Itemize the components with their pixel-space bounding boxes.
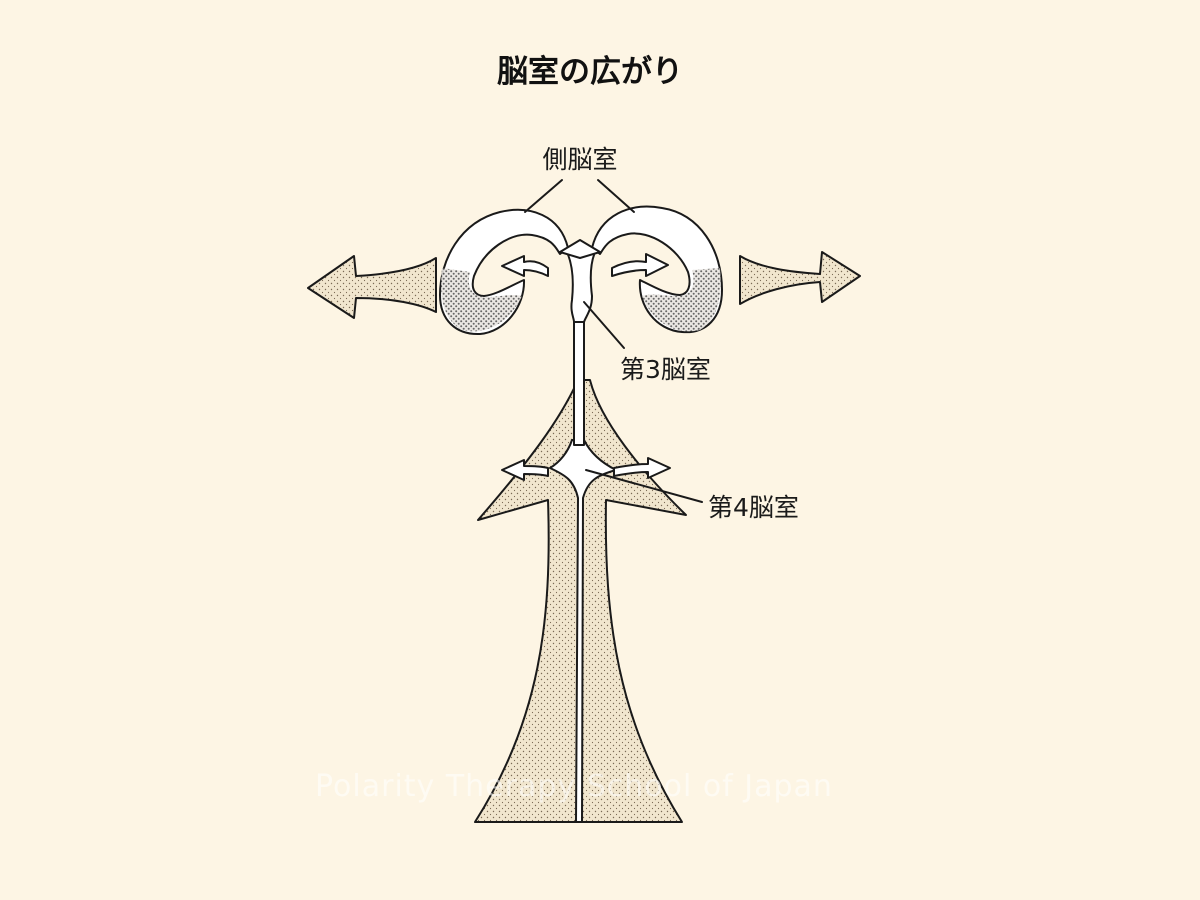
leader-fourth [585,469,703,503]
arrow-outward-right-icon [739,251,861,305]
lateral-ventricle-right-shade [642,268,721,332]
fourth-ventricle [549,439,617,823]
arrow-outward-left-icon [307,255,437,319]
arrow-small-right-lower-icon [613,457,671,479]
cerebral-aqueduct [573,317,585,446]
label-third-ventricle: 第3脳室 [620,355,711,384]
arrow-small-right-upper-icon [611,253,669,277]
diagram-title: 脳室の広がり [497,54,683,90]
label-lateral-ventricle: 側脳室 [542,145,617,174]
leader-lateral-left [524,179,563,213]
leader-third [583,301,625,349]
arrow-small-left-lower-icon [501,459,549,481]
interventricular-foramen [559,239,601,259]
watermark: Polarity Therapy School of Japan [315,769,833,804]
third-ventricle [565,249,597,323]
arrow-small-left-upper-icon [501,255,549,277]
lateral-ventricle-left-shade [441,268,522,332]
label-fourth-ventricle: 第4脳室 [708,493,799,522]
leader-lateral-right [597,179,635,213]
